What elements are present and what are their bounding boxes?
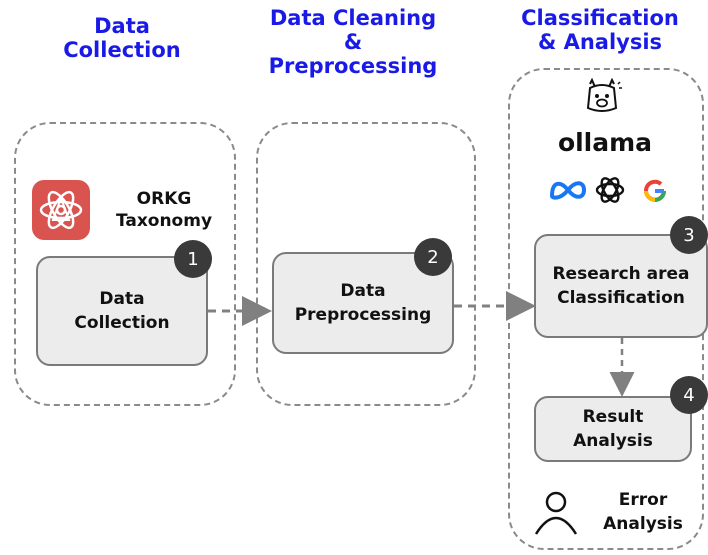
stage-title-line: Data Cleaning xyxy=(269,6,437,30)
step-research-area-classification: Research area Classification xyxy=(534,234,708,338)
step-data-collection: Data Collection xyxy=(36,256,208,366)
orkg-label-line: ORKG xyxy=(136,189,192,209)
step-number-badge: 2 xyxy=(414,238,452,276)
stage-title-line: & Analysis xyxy=(537,30,663,54)
step-label-line: Classification xyxy=(557,288,685,308)
stage-title-line: Data xyxy=(94,14,150,38)
stage-title-line: & xyxy=(343,30,363,54)
openai-icon xyxy=(592,172,628,208)
step-label-line: Analysis xyxy=(573,431,653,451)
error-analysis-label: Error Analysis xyxy=(588,488,698,536)
error-analysis-line: Analysis xyxy=(603,514,683,534)
orkg-label-line: Taxonomy xyxy=(115,211,213,231)
meta-icon xyxy=(548,176,588,204)
ollama-label: ollama xyxy=(557,128,653,157)
step-label-line: Collection xyxy=(74,313,170,333)
step-label-line: Preprocessing xyxy=(294,305,432,325)
step-number-badge: 3 xyxy=(670,216,708,254)
collection-group xyxy=(14,122,236,406)
stage-title-preprocessing: Data Cleaning & Preprocessing xyxy=(248,6,458,78)
step-result-analysis: Result Analysis xyxy=(534,396,692,462)
orkg-logo-icon xyxy=(32,180,90,240)
llama-icon xyxy=(580,77,624,118)
person-icon xyxy=(532,488,580,536)
preprocessing-group xyxy=(256,122,476,406)
stage-title-line: Classification xyxy=(521,6,679,30)
step-label-line: Result xyxy=(582,407,644,427)
step-number-badge: 1 xyxy=(174,240,212,278)
error-analysis-line: Error xyxy=(618,490,668,510)
stage-title-collection: Data Collection xyxy=(52,14,192,62)
google-icon xyxy=(642,178,668,204)
step-label-line: Research area xyxy=(552,264,690,284)
step-number-badge: 4 xyxy=(670,376,708,414)
stage-title-line: Preprocessing xyxy=(268,54,438,78)
stage-title-classification: Classification & Analysis xyxy=(500,6,700,54)
orkg-taxonomy-label: ORKG Taxonomy xyxy=(104,188,224,232)
step-label-line: Data xyxy=(99,289,145,309)
stage-title-line: Collection xyxy=(63,38,181,62)
step-label-line: Data xyxy=(340,281,386,301)
